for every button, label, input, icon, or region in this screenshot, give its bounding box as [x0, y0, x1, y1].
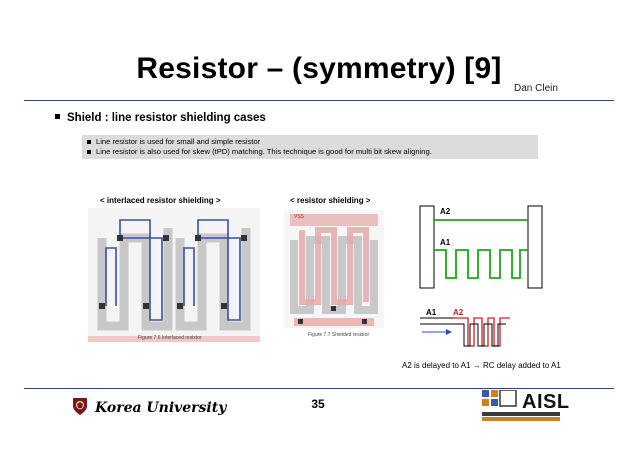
- section-heading-text: Shield : line resistor shielding cases: [67, 112, 266, 124]
- shielded-resistor-figure: [284, 210, 384, 328]
- interlaced-caption: < interlaced resistor shielding >: [100, 196, 221, 205]
- a1-bottom-label: A1: [426, 308, 437, 317]
- bullet-item: Line resistor is used for small and simp…: [82, 137, 538, 147]
- footer-rule: [24, 388, 614, 389]
- section-heading: Shield : line resistor shielding cases: [55, 112, 266, 124]
- title-rule: [24, 100, 614, 101]
- aisl-text: AISL: [522, 391, 570, 413]
- a2-bottom-label: A2: [453, 308, 464, 317]
- interlaced-figure-label: Figure 7.6 Interlaced resistor: [138, 335, 202, 341]
- aisl-bar-accent: [482, 417, 560, 421]
- vss-label: VSS: [294, 214, 305, 220]
- bullet-item: Line resistor is also used for skew (tPD…: [82, 147, 538, 157]
- delay-note: A2 is delayed to A1 → RC delay added to …: [402, 361, 561, 370]
- bullet-box: Line resistor is used for small and simp…: [82, 135, 538, 159]
- slide-title: Resistor – (symmetry) [9]: [136, 52, 502, 85]
- shielded-figure-label: Figure 7.7 Shielded resistor: [308, 332, 370, 338]
- author-label: Dan Clein: [514, 83, 558, 94]
- aisl-logo-icon: [482, 390, 517, 407]
- bullet-square-icon: [55, 114, 60, 120]
- page-number: 35: [311, 397, 325, 411]
- signal-routing-diagram: [419, 205, 543, 347]
- shielding-caption: < resistor shielding >: [290, 196, 371, 205]
- university-name: Korea University: [95, 400, 227, 416]
- aisl-bar: [482, 412, 560, 416]
- a2-label: A2: [440, 207, 451, 216]
- interlaced-resistor-figure: [88, 208, 260, 342]
- a1-label: A1: [440, 238, 451, 247]
- korea-university-crest-icon: [73, 398, 87, 415]
